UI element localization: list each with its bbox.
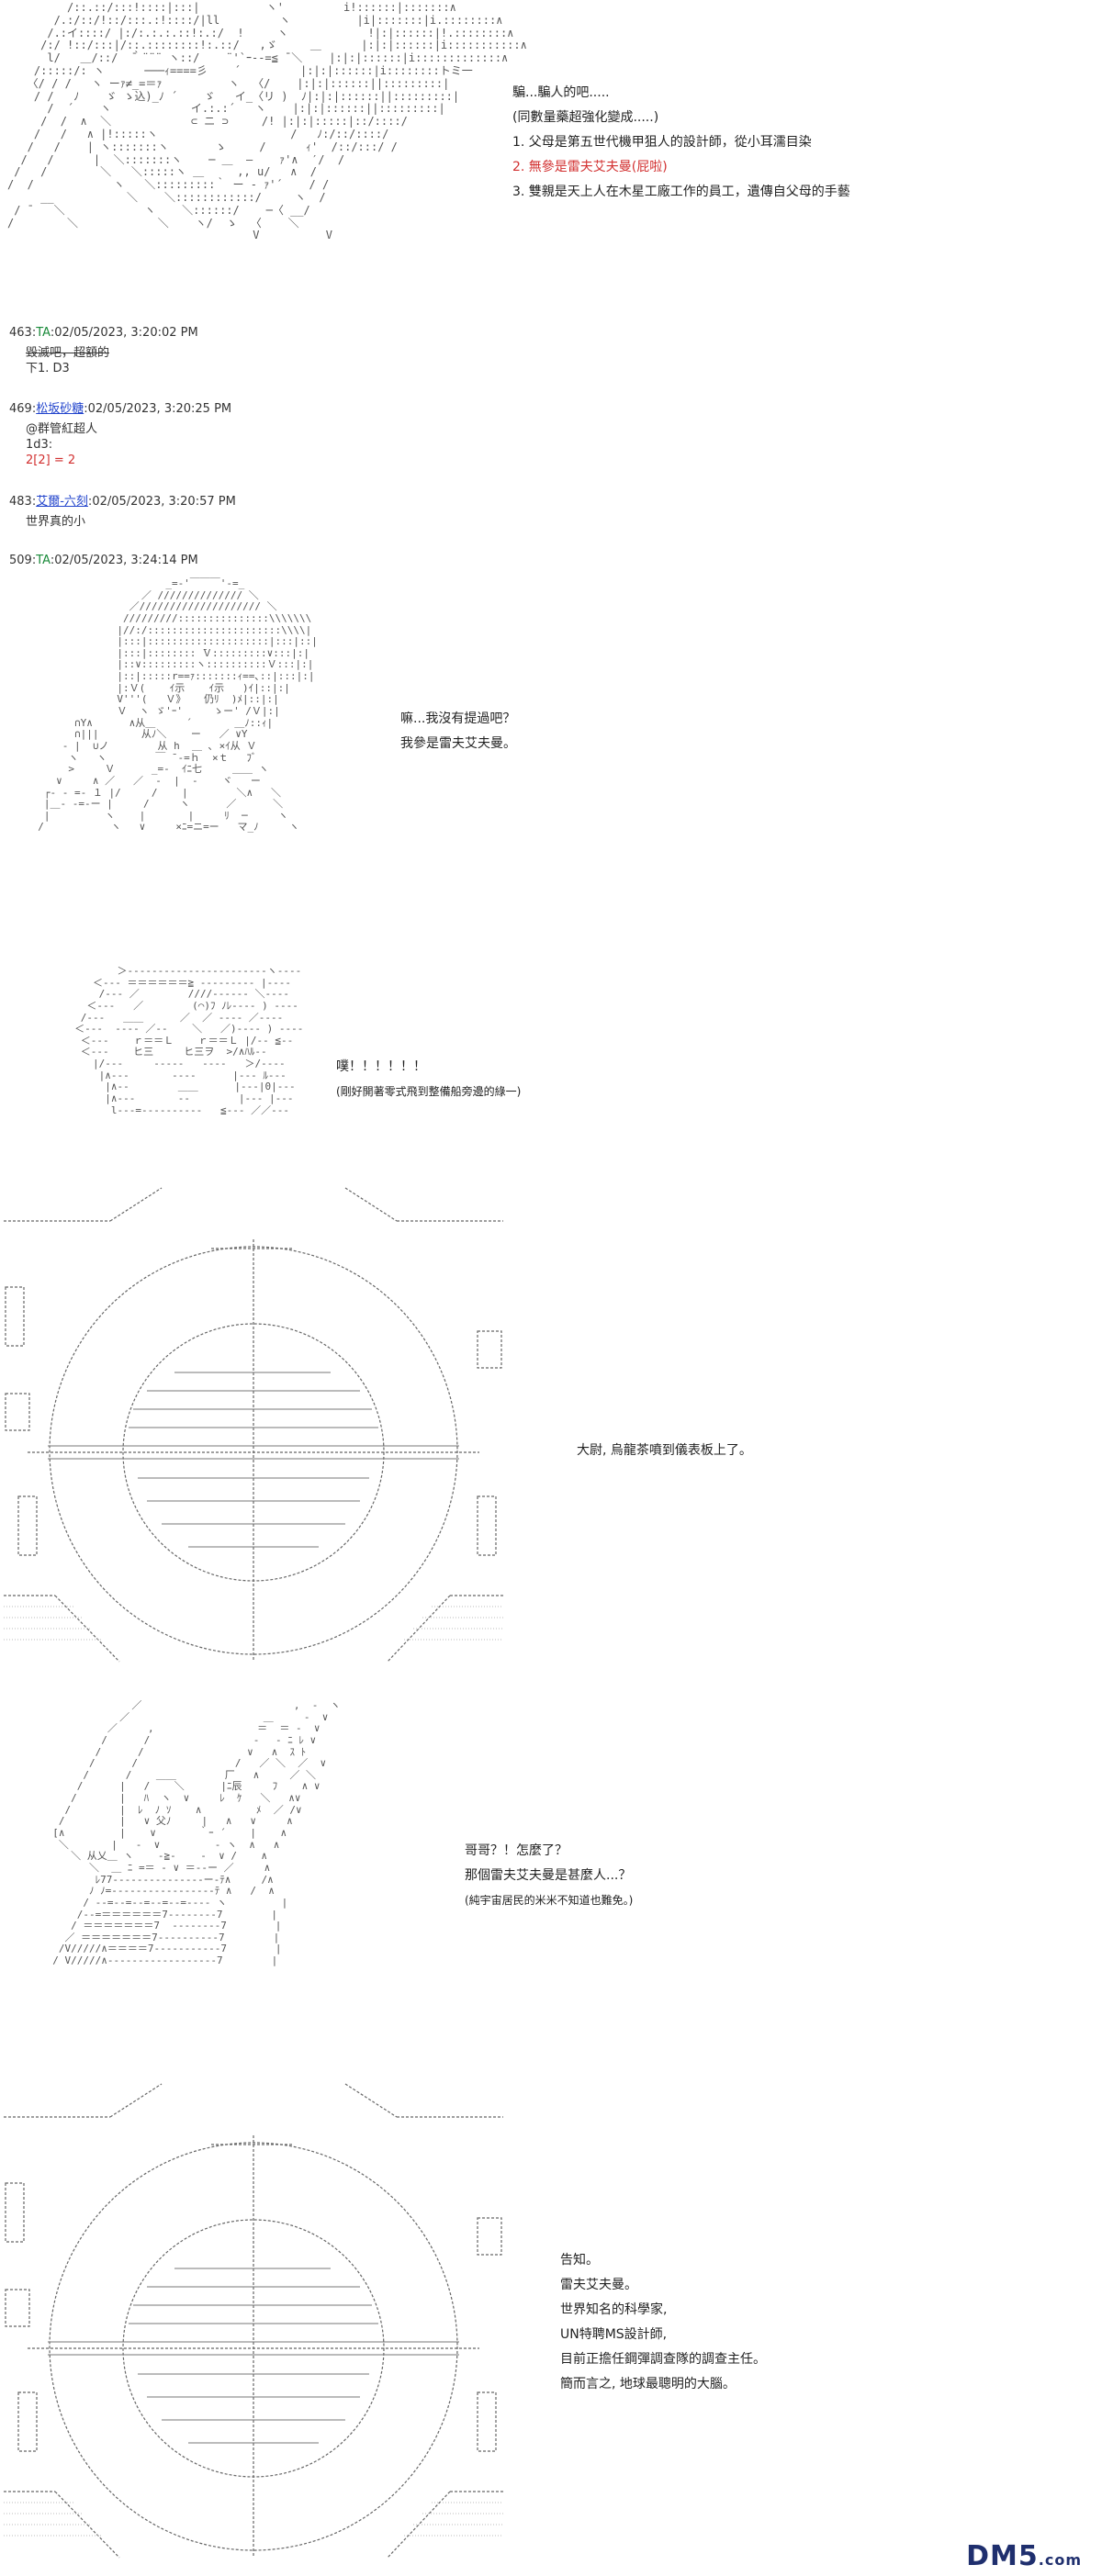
- post-body: 世界真的小: [9, 514, 236, 530]
- dialogue-line: 1. 父母是第五世代機甲狙人的設計師，從小耳濡目染: [512, 135, 812, 150]
- ascii-art-girl-5: ／ , - ヽ ／ ＿ ‐ ∨ ／ , ＝ ＝ ‐ ∨ / / ‐ ‐ ﾆ ﾚ …: [52, 1699, 341, 1967]
- dialogue-line: 告知。: [560, 2253, 599, 2268]
- watermark-suffix: .com: [1038, 2551, 1082, 2569]
- post-body-line: @群管紅超人: [26, 422, 98, 436]
- post-header: 463:TA:02/05/2023, 3:20:02 PM: [9, 326, 198, 340]
- post-header: 483:艾爾-六刻:02/05/2023, 3:20:57 PM: [9, 495, 236, 509]
- ascii-art-pilot-3: ＞‐‐‐‐‐‐‐‐‐‐‐‐‐‐‐‐‐‐‐‐‐‐‐ヽ‐‐‐‐ ＜‐‐‐ ＝＝＝＝＝…: [74, 965, 304, 1116]
- dialogue-line: UN特聘MS設計師,: [560, 2327, 668, 2342]
- post-author-link[interactable]: 艾爾-六刻: [36, 495, 88, 509]
- post-body-line: 1d3:: [26, 438, 53, 452]
- forum-post: 463:TA:02/05/2023, 3:20:02 PM 毀滅吧，超額的 下1…: [9, 325, 198, 376]
- site-watermark: DM5.com: [966, 2540, 1082, 2572]
- dice-result: 2[2] = 2: [26, 454, 76, 467]
- dialogue-line: 世界知名的科學家,: [560, 2302, 668, 2317]
- dialogue-line: 噗！！！！！！: [336, 1059, 426, 1074]
- post-body: 毀滅吧，超額的 下1. D3: [9, 345, 198, 376]
- post-header: 469:松坂砂糖:02/05/2023, 3:20:25 PM: [9, 402, 232, 416]
- panel2-dialogue: 嘛...我沒有提過吧？ 我參是雷夫艾夫曼。: [400, 707, 516, 756]
- dialogue-line: 大尉, 烏龍茶噴到儀表板上了。: [577, 1443, 752, 1458]
- forum-post: 483:艾爾-六刻:02/05/2023, 3:20:57 PM 世界真的小: [9, 494, 236, 530]
- ascii-art-character-2: _=‐'￣￣￣'‐=_ ／ ////////////// ＼ ／////////…: [38, 577, 318, 834]
- post-timestamp: 02/05/2023, 3:20:25 PM: [87, 402, 232, 416]
- post-author: TA: [36, 326, 51, 340]
- dialogue-line-note: (剛好開著零式飛到整備船旁邊的綠一): [336, 1085, 522, 1098]
- dialogue-line: 騙...騙人的吧.....: [512, 85, 610, 100]
- dialogue-line: 那個雷夫艾夫曼是甚麼人...？: [465, 1868, 632, 1883]
- dialogue-line: 哥哥？！怎麼了？: [465, 1843, 568, 1858]
- forum-post: 469:松坂砂糖:02/05/2023, 3:20:25 PM @群管紅超人 1…: [9, 401, 231, 468]
- post-number: 463: [9, 326, 32, 340]
- panel4-dialogue: 大尉, 烏龍茶噴到儀表板上了。: [577, 1439, 752, 1463]
- post-body-line: 世界真的小: [26, 515, 86, 529]
- post-timestamp: 02/05/2023, 3:20:02 PM: [54, 326, 198, 340]
- post-body-line: 毀滅吧，超額的: [26, 346, 110, 360]
- forum-post: 509:TA:02/05/2023, 3:24:14 PM: [9, 553, 198, 569]
- post-author: TA: [36, 554, 51, 567]
- watermark-main: DM5: [966, 2540, 1039, 2572]
- post-timestamp: 02/05/2023, 3:20:57 PM: [92, 495, 236, 509]
- dialogue-line: 我參是雷夫艾夫曼。: [400, 736, 516, 751]
- panel3-dialogue: 噗！！！！！！ (剛好開著零式飛到整備船旁邊的綠一): [336, 1055, 521, 1104]
- post-header: 509:TA:02/05/2023, 3:24:14 PM: [9, 554, 198, 567]
- ascii-art-face-1: /::.::/:::!::::|:::| ヽ' i!::::::|:::::::…: [7, 1, 527, 242]
- dialogue-line: 目前正擔任鋼彈調查隊的調查主任。: [560, 2352, 766, 2367]
- dialogue-line: 簡而言之, 地球最聰明的大腦。: [560, 2377, 736, 2391]
- post-number: 469: [9, 402, 32, 416]
- dialogue-line-note: (純宇宙居民的米米不知道也難免。): [465, 1894, 634, 1907]
- dialogue-line: (同數量藥超強化變成.....): [512, 110, 659, 125]
- dialogue-line: 雷夫艾夫曼。: [560, 2278, 637, 2292]
- post-number: 483: [9, 495, 32, 509]
- post-author-link[interactable]: 松坂砂糖: [36, 402, 84, 416]
- post-body: @群管紅超人 1d3: 2[2] = 2: [9, 421, 231, 468]
- dialogue-line: 3. 雙親是天上人在木星工廠工作的員工，遺傳自父母的手藝: [512, 185, 850, 199]
- post-number: 509: [9, 554, 32, 567]
- panel1-dialogue: 騙...騙人的吧..... (同數量藥超強化變成.....) 1. 父母是第五世…: [512, 81, 850, 205]
- post-timestamp: 02/05/2023, 3:24:14 PM: [54, 554, 198, 567]
- cockpit-hud-frame: [4, 2083, 503, 2559]
- post-body-line: 下1. D3: [26, 362, 70, 375]
- dialogue-line: 嘛...我沒有提過吧？: [400, 711, 516, 726]
- panel6-dialogue: 告知。 雷夫艾夫曼。 世界知名的科學家, UN特聘MS設計師, 目前正擔任鋼彈調…: [560, 2248, 766, 2397]
- cockpit-hud-frame: [4, 1187, 503, 1663]
- dialogue-line-highlight: 2. 無參是雷夫艾夫曼(屁啦): [512, 160, 668, 174]
- panel5-dialogue: 哥哥？！怎麼了？ 那個雷夫艾夫曼是甚麼人...？ (純宇宙居民的米米不知道也難免…: [465, 1839, 633, 1913]
